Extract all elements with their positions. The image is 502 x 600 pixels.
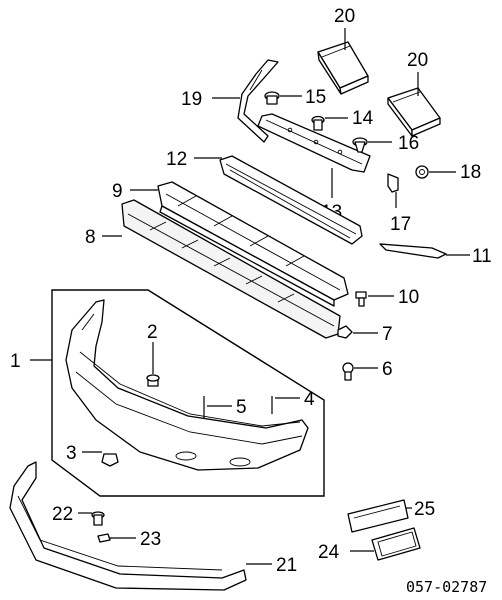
part-3-clip: [101, 453, 119, 467]
part-14-clip: [311, 115, 325, 131]
part-19-side-bracket: [237, 59, 279, 143]
part-6-bolt: [342, 362, 354, 381]
callout-5: 5: [236, 397, 247, 418]
part-15-clip: [264, 91, 280, 105]
part-20-pad-right: [387, 87, 441, 137]
callout-23: 23: [140, 529, 161, 550]
part-10-bolt: [355, 291, 367, 307]
callout-8: 8: [85, 227, 96, 248]
part-20-pad-left: [317, 41, 369, 95]
callout-9: 9: [112, 181, 123, 202]
part-18-nut: [415, 165, 429, 179]
callout-10: 10: [398, 287, 419, 308]
diagram-code: 057-02787: [406, 578, 487, 596]
part-1-bumper-cover: [65, 299, 309, 471]
callout-15: 15: [305, 87, 326, 108]
callout-1: 1: [10, 351, 21, 372]
bumper-cover-group-frame: [51, 289, 325, 497]
part-13-upper-retainer: [257, 113, 371, 173]
callout-19: 19: [181, 89, 202, 110]
callout-22: 22: [52, 504, 73, 525]
callout-2: 2: [147, 322, 158, 343]
callout-20a: 20: [334, 6, 355, 27]
part-2-clip: [146, 374, 160, 387]
callout-7: 7: [382, 324, 393, 345]
callout-18: 18: [460, 162, 481, 183]
part-12-energy-absorber: [219, 155, 363, 245]
callout-6: 6: [382, 359, 393, 380]
part-8-bumper-absorber: [121, 199, 341, 339]
part-22-screw: [91, 511, 105, 526]
callout-21: 21: [276, 555, 297, 576]
callout-25: 25: [414, 499, 435, 520]
part-16-clip: [352, 137, 368, 153]
callout-3: 3: [66, 443, 77, 464]
part-24-bracket: [371, 527, 421, 561]
callout-17: 17: [390, 214, 411, 235]
part-23-clip: [97, 533, 111, 543]
part-7-nut: [337, 325, 353, 339]
callout-11: 11: [472, 246, 492, 267]
callout-14: 14: [352, 108, 374, 129]
callout-16: 16: [398, 133, 419, 154]
part-25-plate: [347, 499, 409, 533]
part-11-side-strip: [379, 243, 447, 259]
callout-24: 24: [318, 542, 340, 563]
callout-4: 4: [304, 389, 315, 410]
part-17-bracket: [387, 173, 399, 193]
callout-20b: 20: [407, 50, 428, 71]
part-9-reinforcement-beam: [157, 181, 349, 307]
callout-12: 12: [166, 149, 187, 170]
part-21-lower-spoiler: [9, 461, 247, 591]
